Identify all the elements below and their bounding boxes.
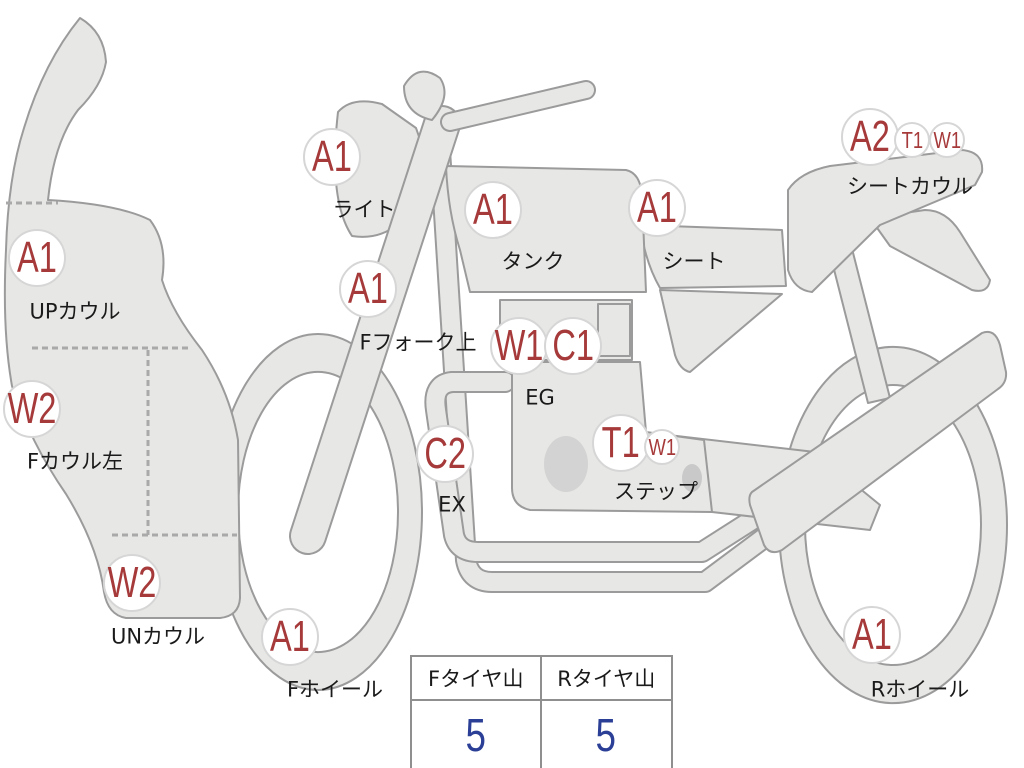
part-label: Rホイール <box>870 677 970 702</box>
part-label: シートカウル <box>847 174 973 199</box>
rear-tire-header: Rタイヤ山 <box>541 657 671 701</box>
damage-code-badge: W1 <box>490 317 548 375</box>
part-label: シート <box>662 249 726 274</box>
damage-code: A2 <box>850 112 890 161</box>
damage-code-badge: T1 <box>592 414 650 472</box>
part-label: UNカウル <box>110 624 206 649</box>
damage-code: A1 <box>17 233 57 282</box>
damage-code-badge: A1 <box>464 181 522 239</box>
damage-code: C1 <box>552 321 594 370</box>
damage-code-badge: A1 <box>628 179 686 237</box>
part-label: EX <box>438 492 466 517</box>
tail-cowl <box>787 149 984 293</box>
damage-code-badge: C1 <box>544 317 602 375</box>
damage-code-badge: A1 <box>8 229 66 287</box>
damage-code: A1 <box>312 132 352 181</box>
engine-cover <box>597 303 631 357</box>
damage-code: C2 <box>424 429 466 478</box>
part-label: タンク <box>501 249 565 274</box>
front-tire-value: 5 <box>465 708 486 761</box>
damage-code-badge: W2 <box>103 554 161 612</box>
damage-code: W2 <box>107 558 157 607</box>
part-label: Fホイール <box>286 677 384 702</box>
handlebar <box>440 80 596 132</box>
damage-code: W1 <box>933 126 961 153</box>
side-cover <box>659 289 783 373</box>
part-label: ライト <box>332 197 396 222</box>
muffler <box>748 330 1008 554</box>
tire-tread-table: Fタイヤ山 Rタイヤ山 5 5 <box>410 655 673 768</box>
front-tire-value-cell: 5 <box>412 701 542 768</box>
damage-code: T1 <box>901 126 923 153</box>
damage-code-badge: A1 <box>261 608 319 666</box>
damage-code-badge: A1 <box>339 260 397 318</box>
engine-bolt <box>682 464 702 492</box>
part-label: UPカウル <box>29 299 121 324</box>
front-fork <box>289 105 461 555</box>
tail-fin <box>869 209 991 292</box>
damage-code-badge: C2 <box>416 425 474 483</box>
front-cowl <box>3 17 241 619</box>
damage-code: A1 <box>270 612 310 661</box>
damage-code: A1 <box>852 610 892 659</box>
damage-code: W1 <box>648 433 676 460</box>
damage-code: T1 <box>601 418 640 467</box>
damage-code-badge: A2 <box>841 108 899 166</box>
part-label: ステップ <box>614 479 698 504</box>
rear-tire-value-cell: 5 <box>542 701 672 768</box>
damage-code: A1 <box>473 185 513 234</box>
damage-code: A1 <box>348 264 388 313</box>
damage-code: A1 <box>637 183 677 232</box>
rear-tire-value: 5 <box>596 708 617 761</box>
cowl-section-lines <box>6 201 237 537</box>
damage-code-badge-small: W1 <box>644 429 680 465</box>
part-label: Fフォーク上 <box>359 330 477 355</box>
front-tire-header: Fタイヤ山 <box>412 657 542 701</box>
damage-code-badge: A1 <box>843 606 901 664</box>
damage-code-badge: A1 <box>303 128 361 186</box>
damage-code: W2 <box>7 384 57 433</box>
mirror <box>403 70 446 121</box>
part-label: EG <box>525 385 555 410</box>
part-label: Fカウル左 <box>26 449 124 474</box>
exhaust-pipe <box>424 371 771 563</box>
damage-code-badge-small: T1 <box>894 122 930 158</box>
damage-code-badge: W2 <box>3 380 61 438</box>
engine-case-cover <box>544 436 588 492</box>
damage-code: W1 <box>494 321 544 370</box>
damage-code-badge-small: W1 <box>929 122 965 158</box>
